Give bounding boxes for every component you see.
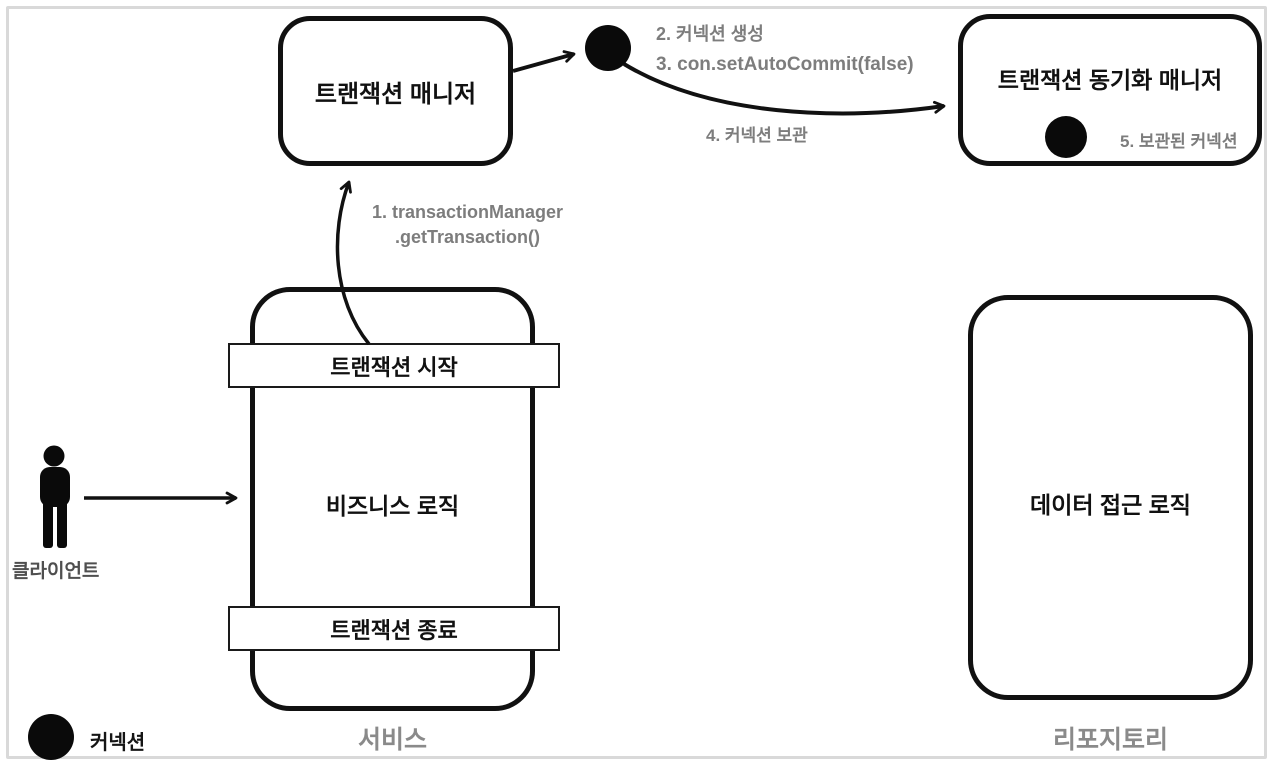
transaction-manager-box: 트랜잭션 매니저 (278, 16, 513, 166)
transaction-manager-label: 트랜잭션 매니저 (314, 80, 477, 108)
repository-caption: 리포지토리 (1052, 726, 1168, 754)
step4-store-connection-label: 4. 커넥션 보관 (706, 126, 808, 145)
step1-line1: 1. transactionManager (371, 202, 564, 222)
step3-set-autocommit-label: 3. con.setAutoCommit(false) (656, 54, 914, 75)
connection-legend-label: 커넥션 (90, 732, 146, 754)
transaction-end-bar: 트랜잭션 종료 (228, 606, 560, 651)
client-label: 클라이언트 (12, 561, 100, 582)
sync-manager-label: 트랜잭션 동기화 매니저 (997, 67, 1223, 93)
data-access-logic-label: 데이터 접근 로직 (1030, 492, 1191, 518)
step1-line2: .getTransaction() (394, 227, 541, 247)
transaction-start-bar: 트랜잭션 시작 (228, 343, 560, 388)
business-logic-label: 비즈니스 로직 (325, 493, 460, 519)
step5-stored-connection-label: 5. 보관된 커넥션 (1120, 132, 1238, 151)
repository-box (968, 295, 1253, 700)
step2-create-connection-label: 2. 커넥션 생성 (656, 24, 764, 44)
sync-manager-box: 트랜잭션 동기화 매니저 (958, 14, 1262, 166)
step1-get-transaction-label: 1. transactionManager .getTransaction() (350, 200, 585, 250)
service-caption: 서비스 (357, 726, 427, 754)
